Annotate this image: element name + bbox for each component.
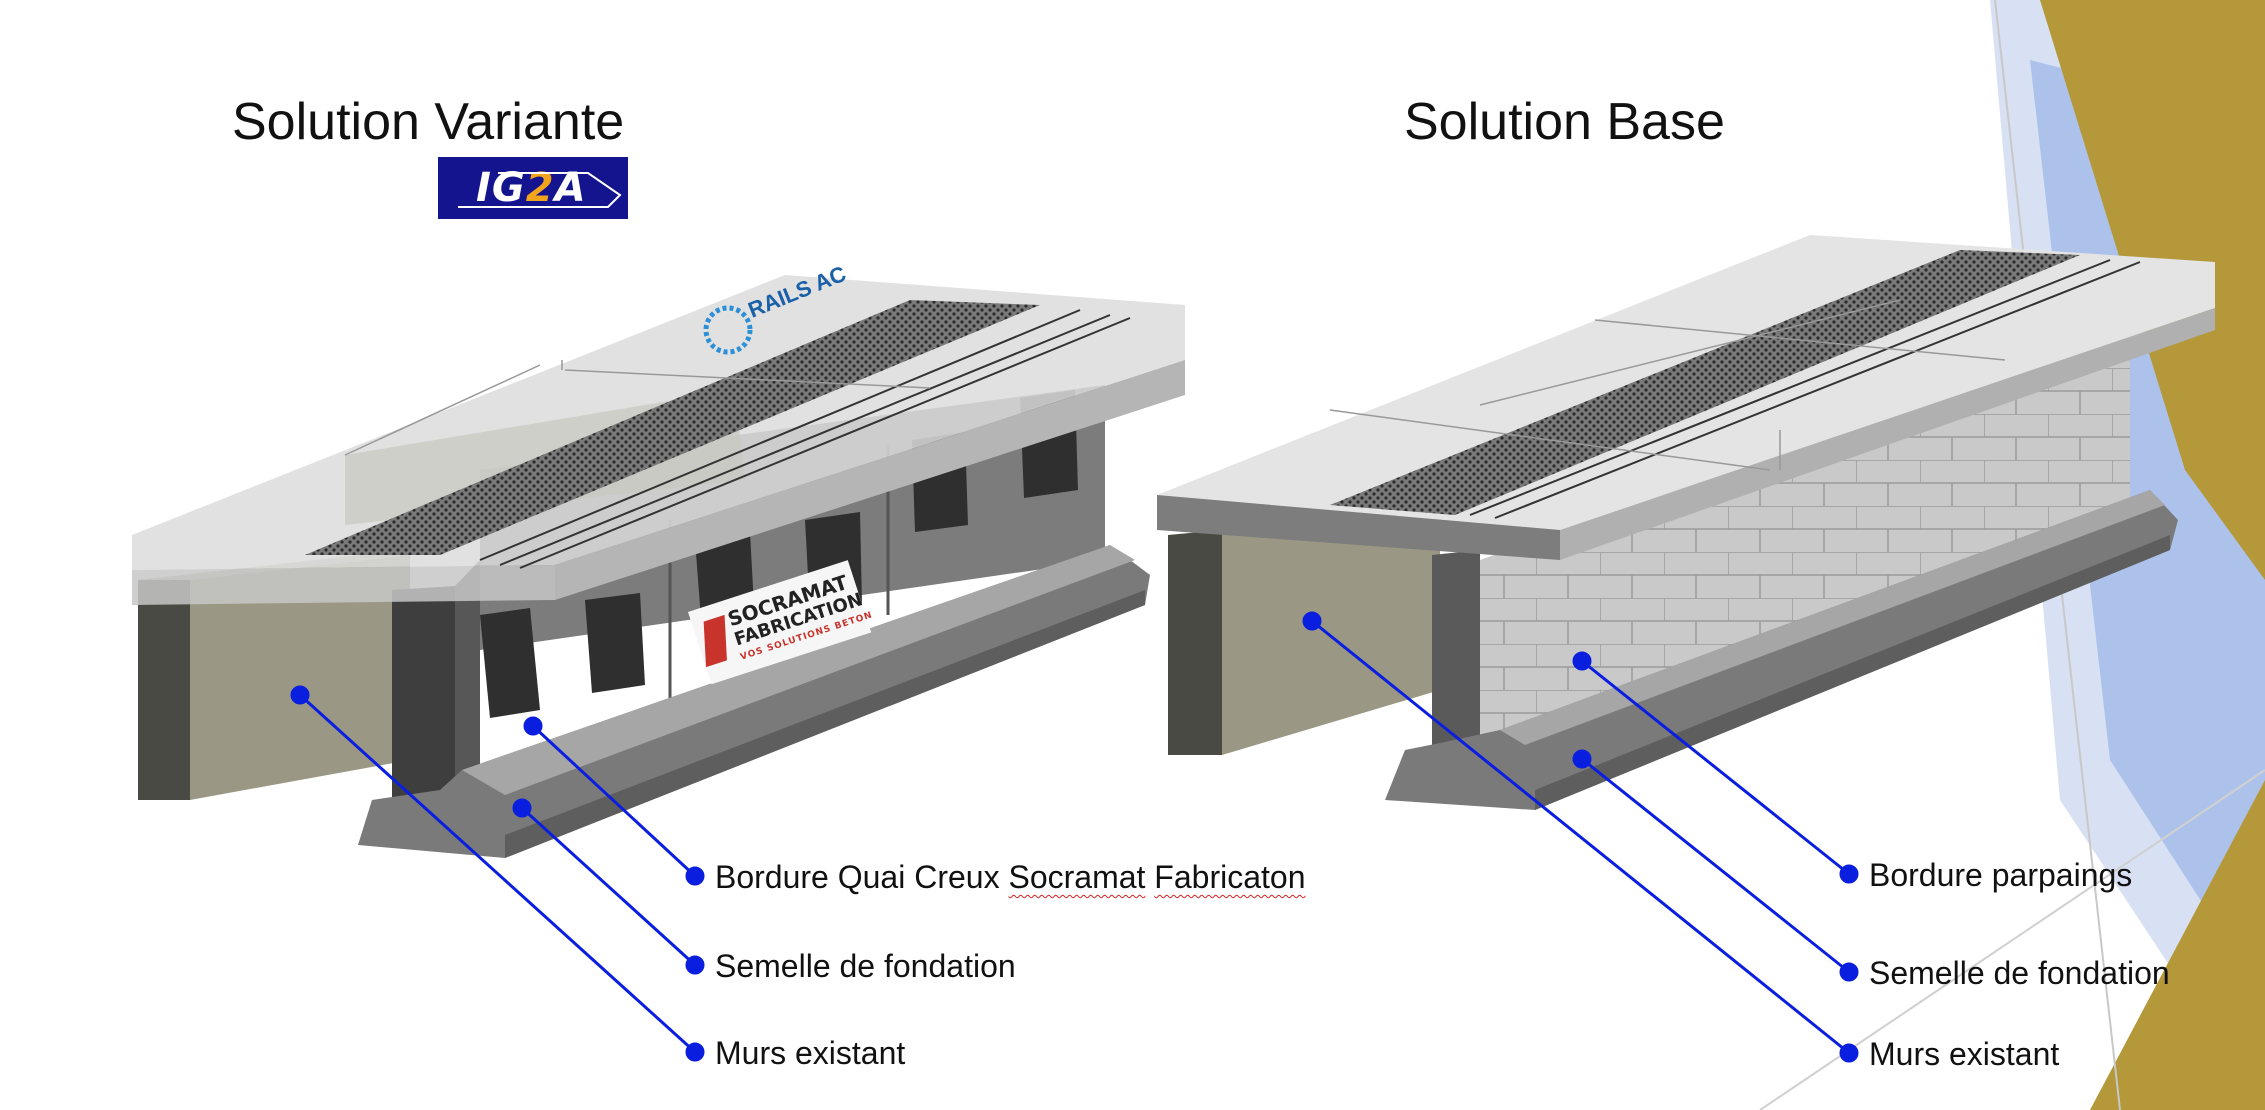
leader-lines xyxy=(290,611,1859,1063)
label-bordure-sep xyxy=(1145,859,1154,895)
label-semelle-variante: Semelle de fondation xyxy=(715,948,1016,984)
title-solution-base: Solution Base xyxy=(1404,93,1725,151)
label-semelle-base: Semelle de fondation xyxy=(1869,955,2170,991)
ig2a-logo: IG2A xyxy=(438,157,628,219)
label-bordure-word1: Socramat xyxy=(1008,859,1146,895)
label-bordure-quai-creux: Bordure Quai Creux Socramat Fabricaton xyxy=(715,861,1305,893)
label-murs-variante: Murs existant xyxy=(715,1035,906,1071)
label-bordure-word2: Fabricaton xyxy=(1154,859,1306,895)
socramat-logo-mark xyxy=(703,614,727,668)
label-bordure-parpaings: Bordure parpaings xyxy=(1869,857,2133,893)
label-murs-base: Murs existant xyxy=(1869,1036,2060,1072)
variante-drawing: RAILS AC xyxy=(132,261,1185,858)
label-bordure-prefix: Bordure Quai Creux xyxy=(715,859,1009,895)
base-drawing xyxy=(1157,235,2215,810)
ig2a-logo-outline xyxy=(458,172,622,208)
title-solution-variante: Solution Variante xyxy=(232,93,625,151)
